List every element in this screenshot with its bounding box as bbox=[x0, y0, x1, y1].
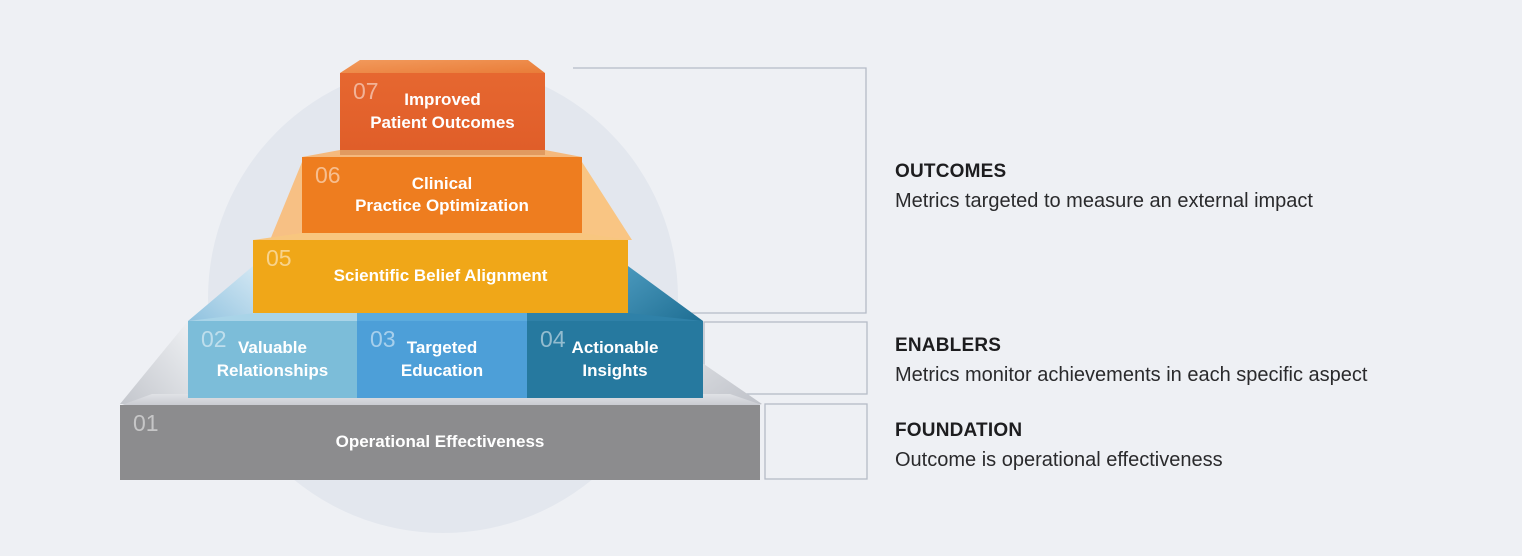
bracket-outcomes bbox=[573, 67, 867, 314]
pyramid-level-06: 06 Clinical Practice Optimization bbox=[302, 157, 582, 233]
pyramid-level-02: 02 Valuable Relationships bbox=[188, 321, 357, 398]
pyramid-level-03: 03 Targeted Education bbox=[357, 321, 527, 398]
annotation-outcomes: OUTCOMES Metrics targeted to measure an … bbox=[895, 161, 1455, 213]
level-03-face bbox=[357, 321, 527, 398]
enablers-left-slope bbox=[188, 266, 253, 321]
level-number: 01 bbox=[133, 410, 159, 436]
level-06-left-slope bbox=[270, 162, 302, 240]
level-05-top-face bbox=[253, 233, 628, 240]
annotation-title: ENABLERS bbox=[895, 335, 1002, 356]
level-number: 07 bbox=[353, 78, 379, 104]
annotation-description: Metrics monitor achievements in each spe… bbox=[895, 364, 1368, 386]
level-label: Clinical Practice Optimization bbox=[355, 173, 529, 215]
annotation-enablers: ENABLERS Metrics monitor achievements in… bbox=[895, 335, 1455, 387]
pyramid-level-05: 05 Scientific Belief Alignment bbox=[253, 240, 628, 313]
pyramid-level-07: 07 Improved Patient Outcomes bbox=[340, 73, 545, 150]
pyramid-level-04: 04 Actionable Insights bbox=[527, 321, 703, 398]
level-06-top-face bbox=[302, 150, 582, 157]
level-number: 02 bbox=[201, 326, 227, 352]
level-02-top-face bbox=[188, 313, 357, 321]
level-06-right-slope bbox=[582, 162, 632, 240]
level-04-face bbox=[527, 321, 703, 398]
level-number: 03 bbox=[370, 326, 396, 352]
level-number: 06 bbox=[315, 162, 341, 188]
bracket-enablers bbox=[703, 321, 868, 395]
level-04-top-face bbox=[527, 313, 703, 321]
level-06-face bbox=[302, 157, 582, 233]
pyramid-level-01: 01 Operational Effectiveness bbox=[120, 405, 760, 480]
annotation-description: Outcome is operational effectiveness bbox=[895, 449, 1223, 471]
level-label: Valuable Relationships bbox=[216, 338, 329, 380]
level-label: Operational Effectiveness bbox=[335, 432, 545, 452]
level-05-face bbox=[253, 240, 628, 313]
annotation-description: Metrics targeted to measure an external … bbox=[895, 190, 1313, 212]
level-number: 05 bbox=[266, 245, 292, 271]
level-02-face bbox=[188, 321, 357, 398]
level-label: Targeted Education bbox=[400, 338, 484, 380]
level-label: Improved Patient Outcomes bbox=[370, 90, 515, 132]
level-label: Actionable Insights bbox=[571, 338, 659, 380]
foundation-left-slope bbox=[120, 321, 188, 404]
bracket-foundation bbox=[764, 403, 868, 480]
level-07-top-face bbox=[340, 60, 545, 73]
annotation-title: FOUNDATION bbox=[895, 420, 1023, 441]
annotation-title: OUTCOMES bbox=[895, 161, 1007, 182]
level-label: Scientific Belief Alignment bbox=[333, 266, 548, 286]
level-number: 04 bbox=[540, 326, 566, 352]
level-07-face bbox=[340, 73, 545, 150]
enablers-right-slope bbox=[628, 266, 703, 321]
level-07-shadow bbox=[340, 150, 545, 155]
level-03-top-face bbox=[357, 313, 527, 321]
annotation-foundation: FOUNDATION Outcome is operational effect… bbox=[895, 420, 1455, 472]
level-01-face bbox=[120, 405, 760, 480]
